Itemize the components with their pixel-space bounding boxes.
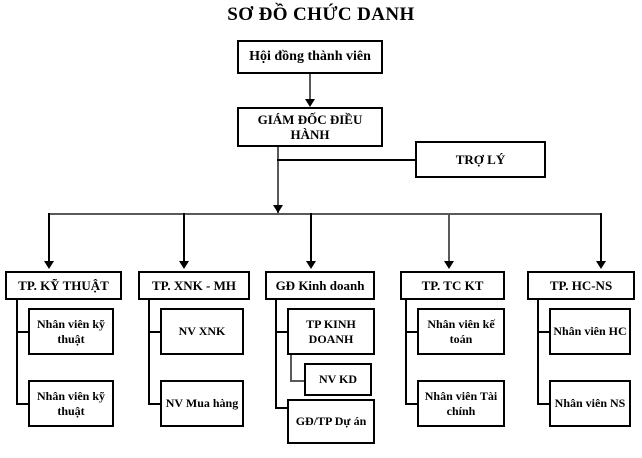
node-dept1-staff2-label: Nhân viên kỹ thuật [36, 389, 106, 418]
node-dept5-staff1-label: Nhân viên HC [553, 324, 627, 339]
node-dept1[interactable]: TP. KỸ THUẬT [5, 271, 122, 300]
node-dept1-staff1[interactable]: Nhân viên kỹ thuật [28, 308, 114, 355]
node-board-label: Hội đồng thành viên [249, 48, 371, 64]
arrow-dept5 [596, 261, 606, 269]
node-dept2[interactable]: TP. XNK - MH [138, 271, 250, 300]
node-assistant[interactable]: TRỢ LÝ [415, 141, 546, 178]
arrow-board-to-ceo [305, 99, 315, 107]
arrow-dept2 [179, 261, 189, 269]
node-dept5-label: TP. HC-NS [549, 277, 613, 293]
dept2-stub-2 [148, 403, 162, 405]
node-ceo[interactable]: GIÁM ĐỐC ĐIỀU HÀNH [237, 107, 383, 147]
dept2-spine [148, 300, 150, 403]
dept4-stub-2 [405, 403, 419, 405]
dept5-stub-1 [537, 331, 551, 333]
node-dept4-staff2[interactable]: Nhân viên Tài chính [417, 380, 505, 427]
node-dept2-staff2-label: NV Mua hàng [165, 396, 239, 411]
node-dept1-staff1-label: Nhân viên kỹ thuật [36, 317, 106, 346]
node-dept2-staff1[interactable]: NV XNK [160, 308, 244, 355]
dept3-stub-1 [275, 331, 289, 333]
node-dept2-label: TP. XNK - MH [151, 277, 237, 293]
dept3-spine [275, 300, 277, 407]
node-dept3-staff1-sub-label: NV KD [318, 372, 358, 387]
arrow-ceo-bus [273, 205, 283, 213]
node-dept1-staff2[interactable]: Nhân viên kỹ thuật [28, 380, 114, 427]
dept3-sub-stub [290, 380, 306, 382]
bus-line-right [277, 213, 600, 215]
drop-dept4 [448, 213, 450, 263]
node-board[interactable]: Hội đồng thành viên [237, 40, 383, 74]
node-dept5-staff1[interactable]: Nhân viên HC [549, 308, 631, 355]
dept1-stub-2 [16, 403, 30, 405]
dept2-stub-1 [148, 331, 162, 333]
dept1-spine [16, 300, 18, 403]
node-dept3-staff1[interactable]: TP KINH DOANH [287, 308, 375, 355]
dept4-spine [405, 300, 407, 403]
node-assistant-label: TRỢ LÝ [455, 151, 506, 167]
node-dept3-staff1-sub[interactable]: NV KD [304, 363, 372, 396]
arrow-dept4 [444, 261, 454, 269]
dept5-stub-2 [537, 403, 551, 405]
node-dept1-label: TP. KỸ THUẬT [18, 277, 109, 293]
node-dept3[interactable]: GĐ Kinh doanh [265, 271, 375, 300]
node-dept3-label: GĐ Kinh doanh [275, 277, 365, 293]
node-dept3-staff1-label: TP KINH DOANH [306, 317, 356, 346]
dept3-stub-2 [275, 407, 289, 409]
drop-dept5 [600, 213, 602, 263]
node-dept5-staff2[interactable]: Nhân viên NS [549, 380, 631, 427]
node-dept5-staff2-label: Nhân viên NS [554, 396, 626, 411]
node-dept2-staff1-label: NV XNK [178, 324, 226, 339]
node-dept4-staff1-label: Nhân viên kế toán [427, 317, 495, 346]
node-dept2-staff2[interactable]: NV Mua hàng [160, 380, 244, 427]
node-ceo-label: GIÁM ĐỐC ĐIỀU HÀNH [257, 111, 363, 142]
node-dept3-staff2[interactable]: GĐ/TP Dự án [287, 399, 375, 444]
page-title: SƠ ĐỒ CHỨC DANH [227, 4, 415, 25]
dept1-stub-1 [16, 331, 30, 333]
node-dept4[interactable]: TP. TC KT [400, 271, 505, 300]
node-dept4-label: TP. TC KT [421, 277, 484, 293]
edge-ceo-stem-lower [277, 147, 279, 215]
arrow-dept3 [306, 261, 316, 269]
drop-dept1 [48, 213, 50, 263]
node-dept3-staff2-label: GĐ/TP Dự án [295, 414, 367, 429]
dept3-sub-spine [290, 355, 292, 382]
edge-ceo-to-assistant [277, 159, 416, 161]
dept5-spine [537, 300, 539, 403]
node-dept4-staff1[interactable]: Nhân viên kế toán [417, 308, 505, 355]
node-dept4-staff2-label: Nhân viên Tài chính [424, 389, 498, 418]
bus-line-left [48, 213, 277, 215]
arrow-dept1 [44, 261, 54, 269]
node-dept5[interactable]: TP. HC-NS [527, 271, 635, 300]
drop-dept3 [310, 213, 312, 263]
dept4-stub-1 [405, 331, 419, 333]
drop-dept2 [183, 213, 185, 263]
edge-board-to-ceo [309, 74, 311, 100]
